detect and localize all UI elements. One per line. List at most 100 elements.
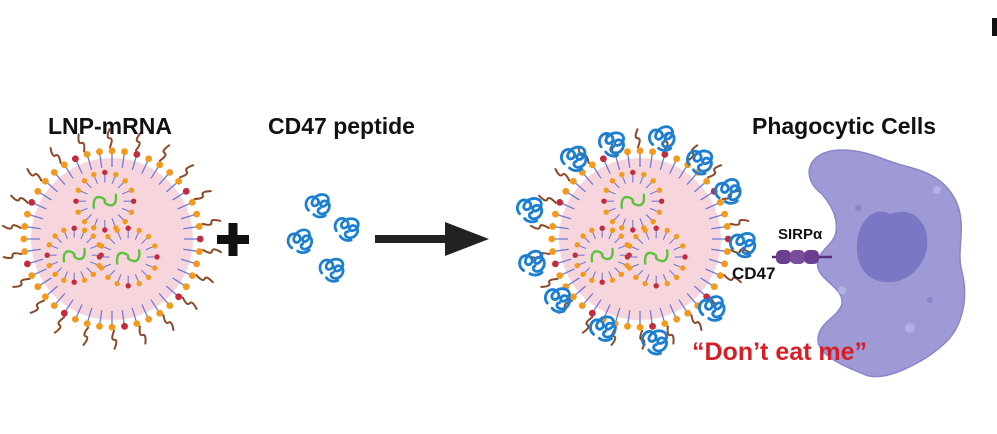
- inner-lipid-head: [136, 227, 142, 234]
- peg-chain: [162, 314, 175, 331]
- lnp-mrna-label: LNP-mRNA: [48, 113, 172, 139]
- lipid-head: [578, 302, 586, 310]
- inner-lipid-head: [52, 271, 58, 277]
- inner-lipid-head: [52, 233, 58, 239]
- mrna-strand: [92, 193, 118, 209]
- inner-lipid-head: [650, 218, 656, 225]
- lipid-head: [133, 150, 141, 158]
- peg-chain: [29, 299, 46, 314]
- inner-lipid-head: [619, 171, 625, 178]
- mrna-strand: [62, 247, 86, 263]
- lipid-head: [41, 177, 49, 185]
- peg-chain: [1, 224, 22, 230]
- inner-lipid-head: [145, 233, 152, 240]
- inner-lipid-head: [574, 262, 580, 269]
- inner-lipid-head: [658, 198, 665, 204]
- inner-lipid-head: [71, 279, 77, 285]
- lipid-head: [175, 177, 183, 185]
- lipid-head: [188, 198, 196, 206]
- inner-lipid-head: [61, 227, 67, 233]
- inner-lipid-head: [603, 187, 609, 193]
- lipid-head: [21, 223, 29, 230]
- peg-chain: [77, 133, 86, 153]
- lipid-head: [156, 309, 164, 317]
- inner-lipid-head: [599, 225, 605, 231]
- lipid-head: [182, 283, 190, 291]
- lipid-head: [50, 168, 58, 176]
- inner-lipid-head: [105, 274, 111, 281]
- inner-lipid-head: [125, 283, 131, 289]
- lipid-head: [549, 248, 557, 255]
- inner-lipid-head: [680, 265, 686, 271]
- plus-icon: [217, 223, 249, 256]
- inner-lipid-head: [664, 227, 670, 234]
- inner-lipid-head: [680, 243, 686, 249]
- phagocytic-cells-label: Phagocytic Cells: [752, 113, 937, 139]
- cd47-peptide: [330, 213, 362, 244]
- peg-chain: [82, 326, 90, 347]
- inner-lipid-head: [653, 225, 659, 231]
- lipid-head: [108, 323, 116, 331]
- inner-lipid-head: [580, 271, 586, 277]
- mrna-strand: [643, 249, 669, 265]
- lipid-head: [193, 260, 201, 268]
- inner-lipid-head: [91, 225, 97, 231]
- cd47-peptide: [595, 128, 627, 159]
- peg-chain: [10, 194, 29, 204]
- peg-chain: [666, 325, 675, 345]
- inner-lipid-head: [122, 178, 128, 184]
- lipid-head: [673, 155, 681, 163]
- lipid-head: [121, 322, 128, 330]
- inner-lipid-head: [673, 274, 680, 281]
- peg-chain: [529, 224, 550, 230]
- lipid-head: [71, 315, 79, 323]
- cd47-peptide: [647, 124, 677, 154]
- inner-lipid-head: [653, 283, 659, 289]
- inner-lipid-head: [145, 274, 152, 281]
- peg-chain: [12, 278, 31, 288]
- inner-lipid-head: [626, 265, 633, 271]
- cd47-label: CD47: [732, 264, 776, 283]
- lipid-head: [195, 248, 203, 255]
- inner-lipid-head: [130, 198, 137, 204]
- lipid-head: [636, 147, 644, 155]
- inner-lipid-head: [114, 227, 120, 234]
- peg-chain: [181, 296, 198, 310]
- lipid-head: [599, 155, 607, 163]
- lipid-head: [569, 177, 577, 185]
- inner-lipid-head: [630, 169, 636, 176]
- inner-lipid-head: [91, 171, 97, 178]
- lipid-head: [548, 235, 556, 243]
- peg-chain: [53, 316, 66, 334]
- inner-lipid-head: [609, 227, 616, 233]
- cd47-peptide: [683, 146, 716, 178]
- inner-lipid-head: [122, 218, 128, 225]
- lipid-head: [716, 272, 724, 280]
- lipid-head: [34, 283, 42, 291]
- peg-chain: [723, 274, 742, 284]
- lipid-head: [145, 155, 153, 163]
- lipid-head: [166, 302, 174, 310]
- lipid-head: [684, 309, 692, 317]
- lipid-head: [34, 187, 42, 195]
- peg-chain: [158, 144, 171, 162]
- lipid-head: [175, 293, 183, 301]
- sirpa-label: SIRPα: [778, 226, 823, 243]
- lipid-head: [23, 210, 31, 218]
- inner-lipid-head: [626, 243, 633, 249]
- lipid-head: [50, 302, 58, 310]
- lipid-head: [551, 210, 559, 218]
- cd47-peptide: [728, 230, 758, 259]
- cd47-peptide: [514, 195, 545, 225]
- inner-lipid-head: [71, 225, 77, 231]
- inner-lipid-head: [633, 233, 639, 240]
- lipid-head: [588, 161, 596, 169]
- inner-lipid-head: [98, 243, 105, 249]
- lipid-head: [71, 155, 79, 163]
- lipid-head: [723, 248, 731, 255]
- lipid-head: [661, 320, 669, 328]
- lnp-mrna-nanoparticle: [1, 128, 223, 350]
- inner-lipid-head: [46, 242, 52, 248]
- inner-lipid-head: [152, 243, 158, 249]
